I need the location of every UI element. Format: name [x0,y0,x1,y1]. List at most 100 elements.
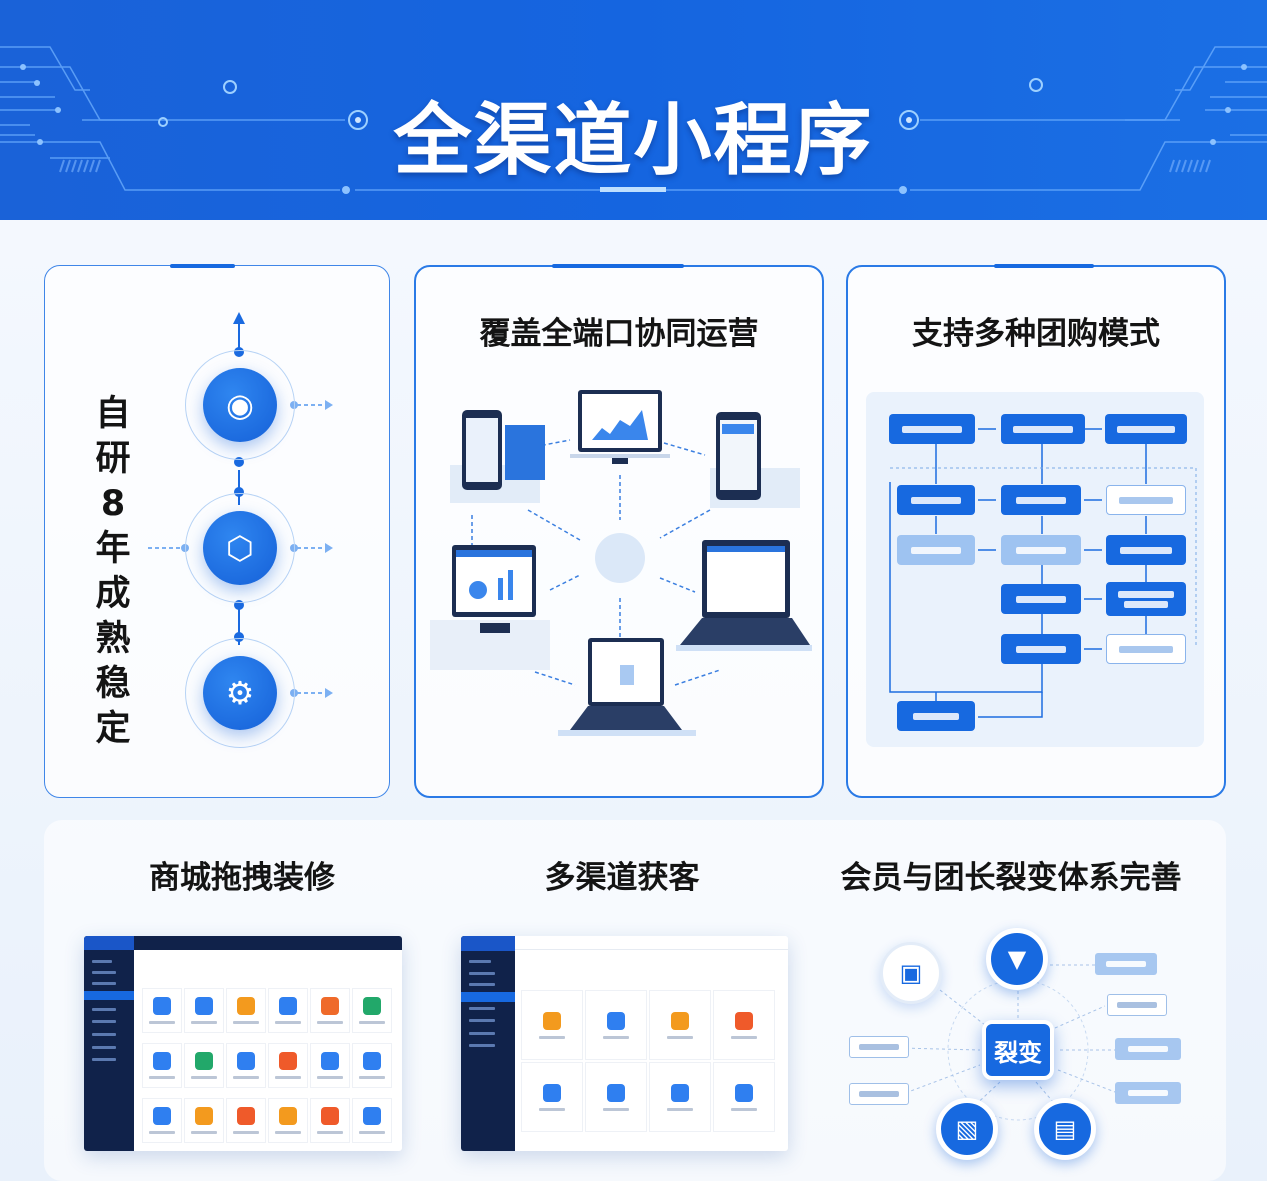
mock-tile [521,990,583,1060]
app-icon [195,1052,213,1070]
app-icon [195,997,213,1015]
card-accent-bar [170,264,235,268]
card-title-fission: 会员与团长裂变体系完善 [840,860,1182,896]
mock-tile [521,1062,583,1132]
title-char: 8 [100,484,126,524]
tile-label-placeholder [603,1035,629,1039]
app-icon [735,1083,753,1102]
title-char: 熟 [95,619,131,659]
card-accent-bar [552,264,684,268]
flow-step [897,535,975,565]
app-icon [607,1011,625,1030]
flowchart-panel [866,392,1204,747]
tile-label-placeholder [275,1021,301,1024]
app-icon [543,1083,561,1102]
tile-label-placeholder [275,1131,301,1134]
flow-step [1001,414,1085,444]
mock-tile [226,988,266,1033]
fission-tag [1107,994,1167,1016]
mock-tile [585,1062,647,1132]
mock-tile [713,990,775,1060]
hub-circle [595,533,645,583]
app-icon [543,1011,561,1030]
mock-tile [268,988,308,1033]
fission-connectors [899,964,1116,1121]
fission-tag [1115,1038,1181,1060]
mock-tile [310,1043,350,1088]
card-title-stable: 自 研 8 年 成 熟 稳 定 [90,392,136,752]
fission-tag [1095,953,1157,975]
tile-label-placeholder [317,1131,343,1134]
camera-icon: ◉ [203,368,277,442]
app-icon [279,997,297,1015]
app-icon [671,1083,689,1102]
tile-label-placeholder [667,1035,693,1039]
gear-check-icon: ⚙ [203,656,277,730]
monitor-left [430,545,550,670]
tile-label-placeholder [603,1107,629,1111]
laptop-bottom [558,638,696,736]
laptop-right [676,540,812,651]
app-icon [735,1011,753,1030]
app-icon [321,1052,339,1070]
tile-label-placeholder [191,1076,217,1079]
app-icon [321,1107,339,1125]
mock-tile [142,1043,182,1088]
hero-banner: 全渠道小程序 [0,0,1267,220]
device-network-illustration [430,390,812,736]
app-icon [279,1052,297,1070]
ring [185,350,295,460]
flow-step [897,701,975,731]
app-icon [153,997,171,1015]
mock-tile [184,1043,224,1088]
mock-tile [184,988,224,1033]
app-icon [153,1107,171,1125]
mock-tile [226,1043,266,1088]
flow-step [897,485,975,515]
mock-topbar [515,936,788,950]
title-char: 成 [95,574,131,614]
tile-label-placeholder [539,1035,565,1039]
app-icon [195,1107,213,1125]
app-icon [671,1011,689,1030]
mock-tile [268,1098,308,1143]
mock-tile [352,1098,392,1143]
mock-tile [310,988,350,1033]
tile-label-placeholder [233,1021,259,1024]
mock-sidebar [461,936,515,1151]
flow-step [1105,414,1187,444]
box-icon: ⬡ [203,511,277,585]
flow-step [1106,634,1186,664]
app-icon [607,1083,625,1102]
flow-step [1106,535,1186,565]
mock-tile [352,988,392,1033]
shop-icon: ▣ [880,942,942,1004]
app-icon [237,1052,255,1070]
mock-tile [649,1062,711,1132]
tile-label-placeholder [731,1035,757,1039]
monitor-top [570,390,670,464]
app-icon [237,1107,255,1125]
title-char: 定 [95,709,131,749]
tile-label-placeholder [359,1021,385,1024]
mock-tile [585,990,647,1060]
tile-label-placeholder [359,1131,385,1134]
flow-step [1001,634,1081,664]
tile-label-placeholder [275,1076,301,1079]
mock-tile [226,1098,266,1143]
mock-tile [310,1098,350,1143]
mock-tile [184,1098,224,1143]
ring [185,638,295,748]
tile-label-placeholder [233,1076,259,1079]
tile-label-placeholder [667,1107,693,1111]
app-icon [279,1107,297,1125]
card-title-decor: 商城拖拽装修 [149,860,335,896]
wallet-icon: ▤ [1034,1098,1096,1160]
title-char: 研 [95,439,131,479]
tile-label-placeholder [233,1131,259,1134]
title-char: 稳 [95,664,131,704]
flow-step [1106,582,1186,616]
tile-label-placeholder [191,1021,217,1024]
tile-label-placeholder [149,1131,175,1134]
app-icon [237,997,255,1015]
